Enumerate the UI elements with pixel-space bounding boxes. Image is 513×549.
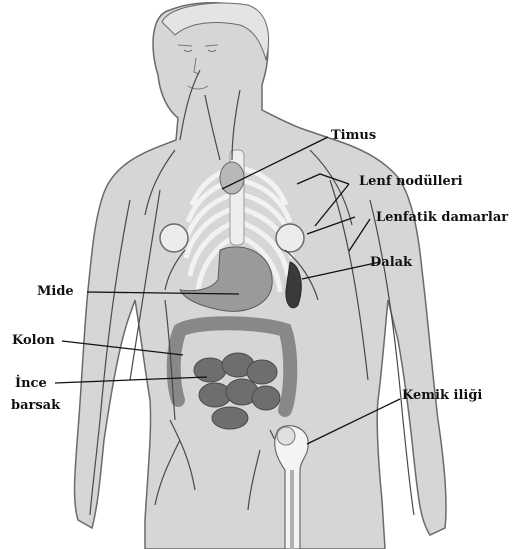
label-lenf-nodulleri: Lenf nodülleri — [359, 174, 463, 189]
label-timus: Timus — [331, 128, 376, 143]
thymus — [220, 162, 244, 194]
label-kemik-iligi: Kemik iliği — [402, 388, 482, 403]
label-mide: Mide — [37, 284, 74, 299]
left-breast-node-cluster — [160, 224, 188, 252]
label-ince: İnce — [15, 376, 47, 391]
label-dalak: Dalak — [370, 255, 412, 270]
label-barsak: barsak — [11, 398, 60, 413]
right-breast-node-cluster — [276, 224, 304, 252]
label-kolon: Kolon — [12, 333, 55, 348]
label-lenfatik-damarlar: Lenfatik damarlar — [376, 210, 508, 225]
